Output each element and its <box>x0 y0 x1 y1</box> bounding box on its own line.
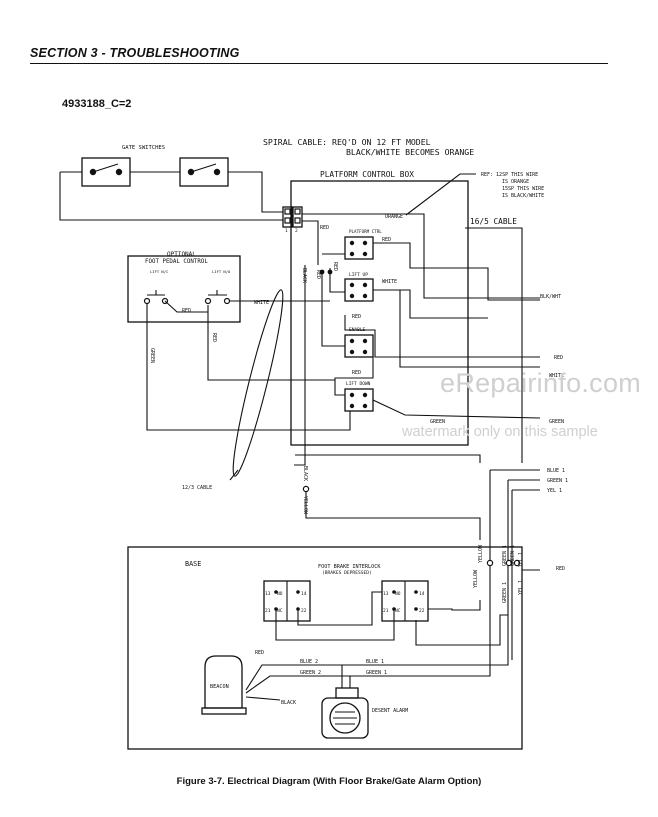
foot-brake-switches <box>263 580 429 622</box>
red-label-2: RED <box>382 237 391 243</box>
green-label-2: GREEN <box>549 419 564 425</box>
platform-ctrl-label: PLATFORM CTRL <box>349 229 382 234</box>
nc-b: NC <box>395 608 401 614</box>
term-13-a: 13 <box>265 591 271 597</box>
base-box-outline <box>127 546 523 750</box>
term-14-a: 14 <box>301 591 307 597</box>
red-label-v1: RED <box>315 270 321 279</box>
no-b: NO <box>395 591 401 597</box>
pcb-switches <box>344 236 374 412</box>
spiral-note-1: SPIRAL CABLE: REQ'D ON 12 FT MODEL <box>263 137 431 147</box>
green-label-1: GREEN <box>430 419 445 425</box>
connector-block <box>282 206 303 228</box>
green-2-label: GREEN 2 <box>300 670 321 676</box>
red-label-8: RED <box>255 650 264 656</box>
section-rule <box>30 63 608 64</box>
beacon-label: BEACON <box>210 684 229 690</box>
ref-line-4: IS BLACK/WHITE <box>502 193 544 199</box>
red-label-v2: RED <box>332 262 338 271</box>
white-label-2: WHITE <box>254 300 269 306</box>
green-1-label-v3: GREEN 1 <box>502 582 508 603</box>
black-label-1: BLACK <box>301 268 307 283</box>
term-22-a: 22 <box>301 608 307 614</box>
yel-1-label-v2: YEL 1 <box>518 580 524 595</box>
gate-switches-label: GATE SWITCHES <box>122 145 165 151</box>
red-label-4: RED <box>352 370 361 376</box>
spiral-note-2: BLACK/WHITE BECOMES ORANGE <box>346 147 474 157</box>
blue-1-label: BLUE 1 <box>547 468 565 474</box>
lift-no-label: LIFT N/O <box>212 269 231 274</box>
no-a: NO <box>277 591 283 597</box>
lift-up-label: LIFT UP <box>349 272 368 278</box>
green-1-label-v: GREEN 1 <box>502 545 508 566</box>
green-1-label: GREEN 1 <box>547 478 568 484</box>
red-label-7: RED <box>556 566 565 572</box>
platform-control-box-outline <box>290 180 469 446</box>
ref-line-2: IS ORANGE <box>502 179 529 185</box>
black-label-2: BLACK <box>302 466 308 481</box>
cable-12-3-label: 12/3 CABLE <box>182 485 212 491</box>
yellow-label-3: YELLOW <box>478 544 484 563</box>
gate-switch-1 <box>81 157 131 187</box>
yellow-label-2: YELLOW <box>473 569 479 588</box>
red-label-5: RED <box>182 308 191 314</box>
white-label-3: WHITE <box>549 373 564 379</box>
figure-caption: Figure 3-7. Electrical Diagram (With Flo… <box>176 776 482 787</box>
term-13-b: 13 <box>383 591 389 597</box>
lift-nc-label: LIFT N/C <box>150 269 168 274</box>
blue-1-label-base: BLUE 1 <box>366 659 384 665</box>
yellow-label-1: YELLOW <box>302 496 308 515</box>
red-label-3: RED <box>352 314 361 320</box>
term-22-b: 22 <box>419 608 425 614</box>
base-label: BASE <box>185 560 201 568</box>
watermark-main: eRepairinfo.com <box>440 368 642 398</box>
optional-label: OPTIONAL <box>167 251 196 258</box>
pin-1: 1 <box>285 228 288 234</box>
brakes-depressed-label: (BRAKES DEPRESSED) <box>322 570 372 576</box>
ref-line-1: REF: 12SP THIS WIRE <box>481 172 538 178</box>
ref-line-3: 15SP THIS WIRE <box>502 186 544 192</box>
white-label-1: WHITE <box>382 279 397 285</box>
blk-wht-label: BLK/WHT <box>540 294 561 300</box>
term-21-b: 21 <box>383 608 389 614</box>
pin-2: 2 <box>295 228 298 234</box>
ref-leader <box>405 173 476 216</box>
orange-wire <box>302 213 540 299</box>
yel-1-label-v: YEL 1 <box>518 552 524 567</box>
gate-switch-2 <box>179 157 229 187</box>
green-label-3: GREEN <box>149 348 155 363</box>
enable-label: ENABLE <box>349 327 366 333</box>
section-title: SECTION 3 - TROUBLESHOOTING <box>30 46 240 60</box>
foot-brake-interlock-label: FOOT BRAKE INTERLOCK <box>318 564 381 570</box>
green-1-label-base: GREEN 1 <box>366 670 387 676</box>
platform-control-box-label: PLATFORM CONTROL BOX <box>320 170 414 179</box>
foot-pedal-control-label: FOOT PEDAL CONTROL <box>145 259 208 265</box>
yel-1-label: YEL 1 <box>547 488 562 494</box>
descent-alarm-label: DESENT ALARM <box>372 708 408 714</box>
green-1-label-v2: GREEN 1 <box>510 545 516 566</box>
red-label-1: RED <box>320 225 329 231</box>
black-label-3: BLACK <box>281 700 296 706</box>
blue-2-label: BLUE 2 <box>300 659 318 665</box>
beacon <box>201 655 247 715</box>
nc-a: NC <box>277 608 283 614</box>
cable-16-5-outline <box>465 227 523 463</box>
term-14-b: 14 <box>419 591 425 597</box>
lift-down-label: LIFT DOWN <box>346 381 371 387</box>
term-21-a: 21 <box>265 608 271 614</box>
gate-switches <box>59 157 283 221</box>
descent-alarm <box>321 687 369 739</box>
cable-16-5-label: 16/5 CABLE <box>470 217 517 226</box>
watermark-sub: watermark only on this sample <box>402 424 598 440</box>
document-code: 4933188_C=2 <box>62 98 132 110</box>
orange-label: ORANGE <box>385 214 403 220</box>
red-label-6: RED <box>554 355 563 361</box>
red-label-v3: RED <box>211 333 217 342</box>
